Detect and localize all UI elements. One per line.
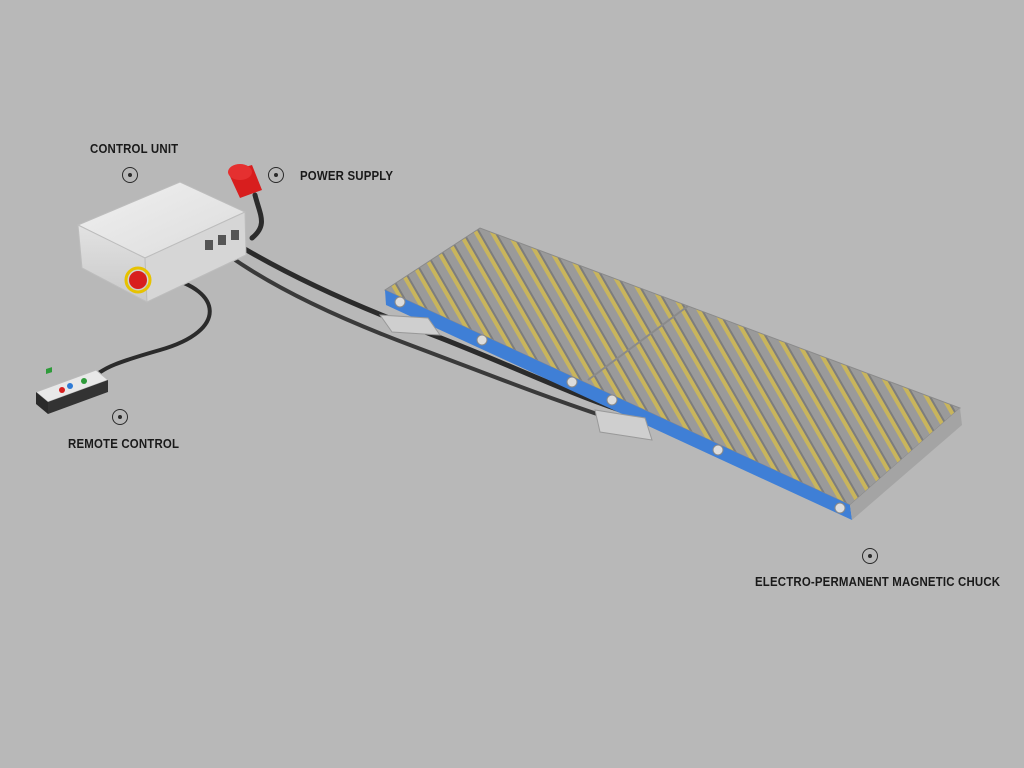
power-supply-hotspot-icon[interactable] xyxy=(268,167,284,183)
control-unit-hotspot-icon[interactable] xyxy=(122,167,138,183)
hotspot-dot xyxy=(274,173,278,177)
hotspot-dot xyxy=(118,415,122,419)
magnetic-chuck xyxy=(378,227,962,520)
hotspot-dot xyxy=(868,554,872,558)
label-control-unit: CONTROL UNIT xyxy=(90,141,179,156)
power-plug xyxy=(228,164,262,198)
hotspot-dot xyxy=(128,173,132,177)
control-unit-box xyxy=(76,181,247,303)
label-magnetic-chuck: ELECTRO-PERMANENT MAGNETIC CHUCK xyxy=(755,574,1001,589)
magnetic-chuck-hotspot-icon[interactable] xyxy=(862,548,878,564)
remote-control-hotspot-icon[interactable] xyxy=(112,409,128,425)
remote-control-device xyxy=(35,367,109,414)
label-power-supply: POWER SUPPLY xyxy=(300,168,394,183)
label-remote-control: REMOTE CONTROL xyxy=(68,436,180,451)
